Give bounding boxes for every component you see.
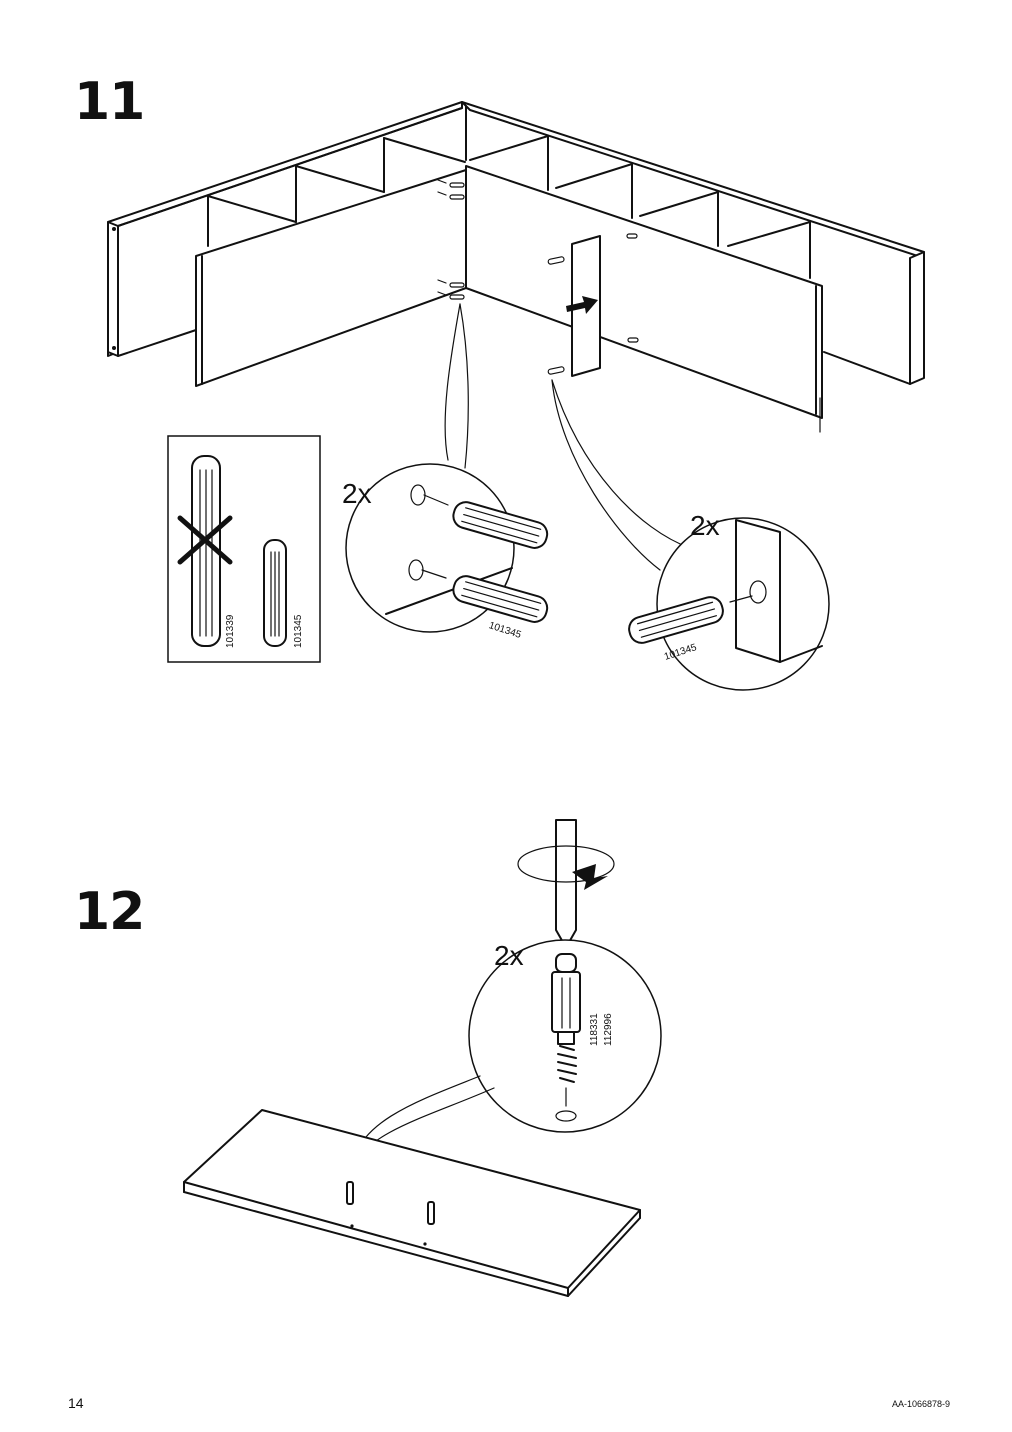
detail-circle-2 <box>628 517 830 691</box>
part-number-label: 118331 <box>589 1013 600 1046</box>
quantity-label: 2x <box>494 940 524 971</box>
detail-circle-1 <box>345 463 549 633</box>
step-12-number: 12 <box>74 882 145 942</box>
document-id: AA-1066878-9 <box>891 1399 950 1409</box>
wrong-part-number: 101339 <box>225 614 236 648</box>
detail-circle-3 <box>468 939 662 1133</box>
front-panel-right <box>465 165 823 433</box>
shelf-unit-right <box>461 101 925 385</box>
dowel-marks-top <box>437 179 465 300</box>
divider-board <box>547 233 639 377</box>
right-part-number: 101345 <box>293 614 304 648</box>
dowel-comparison-box <box>167 435 321 663</box>
part-number-label: 112996 <box>603 1013 614 1046</box>
screwdriver-icon <box>517 819 615 945</box>
quantity-label: 2x <box>690 510 720 541</box>
board <box>183 1109 641 1297</box>
quantity-label: 2x <box>342 478 372 509</box>
step-11-number: 11 <box>74 72 145 132</box>
page-number: 14 <box>68 1395 84 1411</box>
